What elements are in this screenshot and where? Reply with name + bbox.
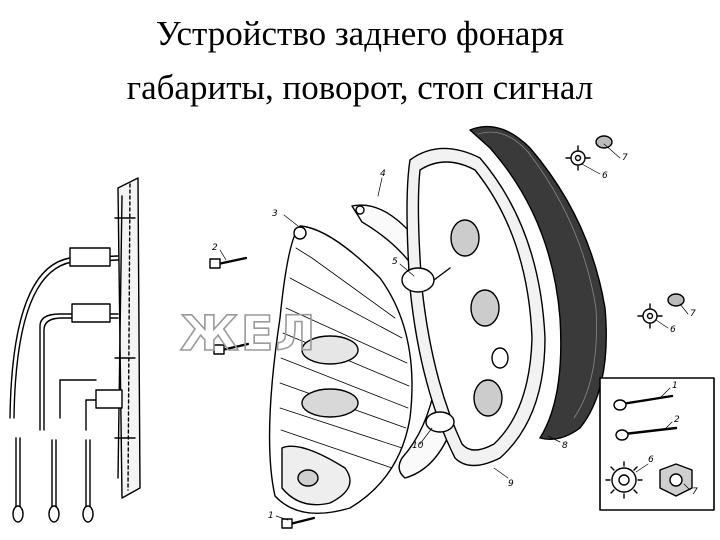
callout-label: 1 — [268, 511, 274, 521]
slide-title-line-2: габариты, поворот, стоп сигнал — [126, 68, 594, 107]
outer-housing-part-8 — [469, 125, 607, 440]
mounting-panel-with-wiring — [9, 177, 141, 523]
callout-label: 1 — [672, 381, 678, 391]
callout-label: 10 — [412, 441, 424, 451]
slide-title-line-1: Устройство заднего фонаря — [155, 14, 565, 53]
callout-label: 6 — [602, 171, 608, 181]
callout-label: 8 — [562, 441, 568, 451]
callout-label: 7 — [622, 153, 628, 163]
watermark-text: ЖЕЛ — [180, 306, 317, 362]
bulbs-part-5 — [401, 267, 455, 433]
callout-label: 7 — [690, 309, 696, 319]
callout-label: 6 — [648, 455, 654, 465]
lens-part-3 — [268, 225, 413, 514]
callout-label: 5 — [392, 257, 398, 267]
callout-label: 7 — [692, 487, 698, 497]
exploded-tail-light-diagram: 7 6 4 3 2 5 8 9 10 1 1 2 6 7 6 7 ЖЕЛ — [9, 125, 715, 529]
callout-label: 9 — [508, 479, 514, 489]
callout-label: 4 — [380, 169, 386, 179]
screws-center — [209, 256, 316, 529]
callout-label: 6 — [670, 325, 676, 335]
reflector-housing-part-9 — [406, 147, 546, 467]
callout-label: 2 — [212, 243, 218, 253]
callout-label: 2 — [674, 415, 680, 425]
washers-and-nuts — [565, 135, 685, 329]
callout-label: 3 — [272, 209, 278, 219]
hardware-inset-box — [599, 377, 715, 511]
